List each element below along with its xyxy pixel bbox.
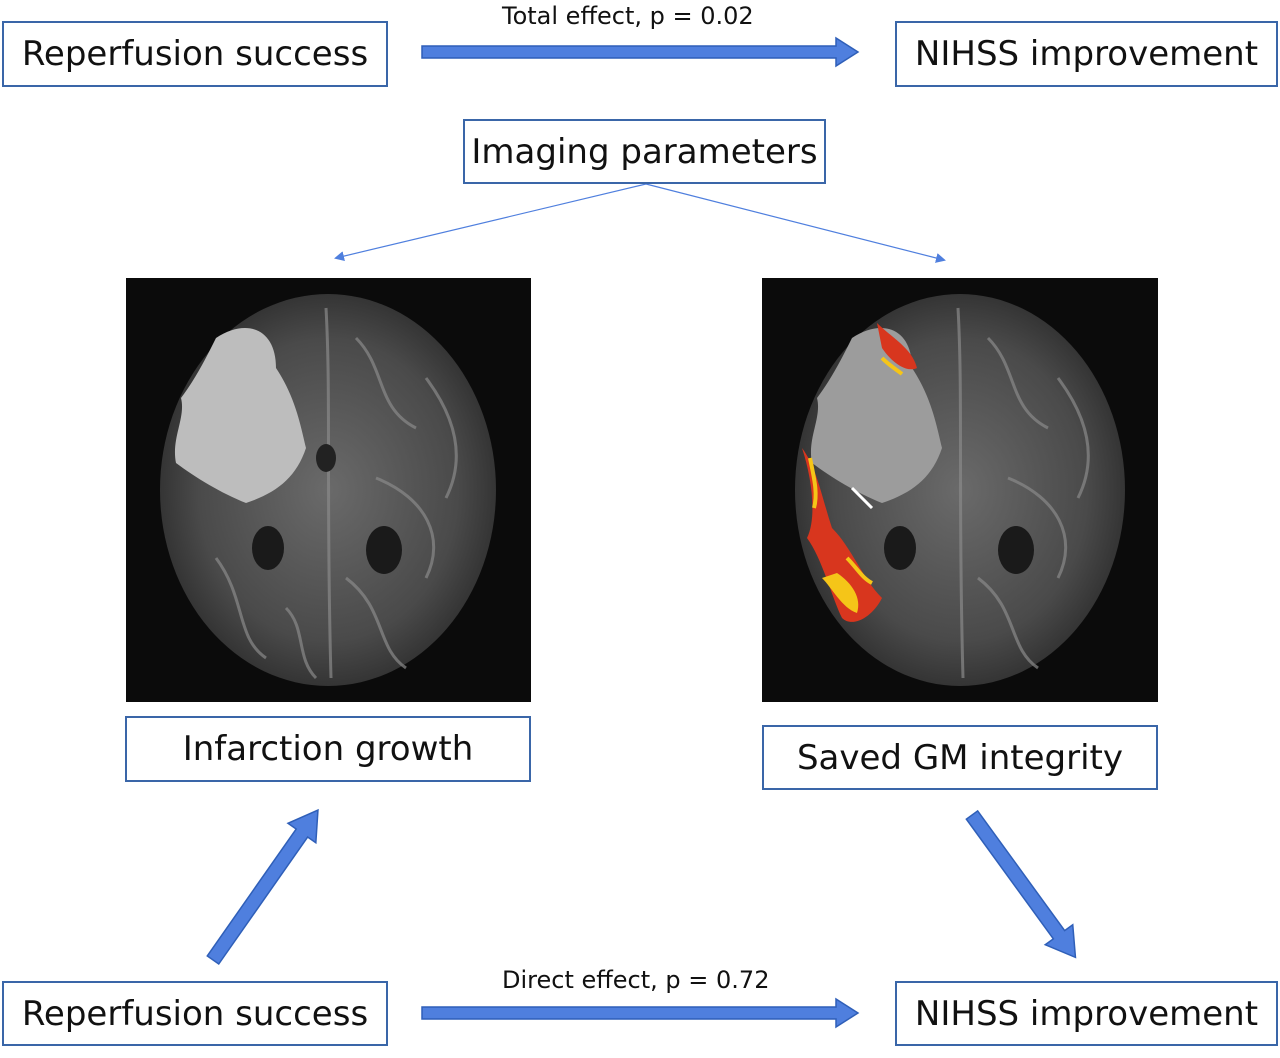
infarction-growth-box: Infarction growth [125,716,531,782]
top-source-label: Reperfusion success [21,34,369,74]
saved-gm-integrity-label: Saved GM integrity [796,737,1124,778]
bottom-target-box: NIHSS improvement [895,981,1278,1046]
imaging-to-left-arrow [334,183,647,262]
infarction-growth-label: Infarction growth [182,729,474,769]
imaging-to-right-arrow [645,183,946,263]
infarct-region-right [810,328,942,503]
bottom-source-label: Reperfusion success [21,993,369,1034]
reperfusion-to-infarction-arrow [206,808,319,966]
gm-to-nihss-arrow [965,809,1077,959]
total-effect-arrow [421,36,860,68]
right-brain-scan-image [762,278,1158,702]
infarct-region [174,328,306,503]
gm-integrity-overlay [802,323,917,622]
imaging-parameters-box: Imaging parameters [463,119,826,184]
bottom-source-box: Reperfusion success [2,981,388,1046]
right-brain-scan-graphic [795,294,1125,686]
direct-effect-arrow [421,997,860,1029]
top-target-box: NIHSS improvement [895,21,1278,87]
left-brain-scan-graphic [160,294,496,686]
left-brain-scan-image [126,278,531,702]
bottom-target-label: NIHSS improvement [914,993,1259,1034]
top-target-label: NIHSS improvement [914,34,1259,74]
direct-effect-label: Direct effect, p = 0.72 [502,966,770,994]
imaging-parameters-label: Imaging parameters [471,131,818,172]
saved-gm-integrity-box: Saved GM integrity [762,725,1158,790]
total-effect-label: Total effect, p = 0.02 [502,2,754,30]
top-source-box: Reperfusion success [2,21,388,87]
